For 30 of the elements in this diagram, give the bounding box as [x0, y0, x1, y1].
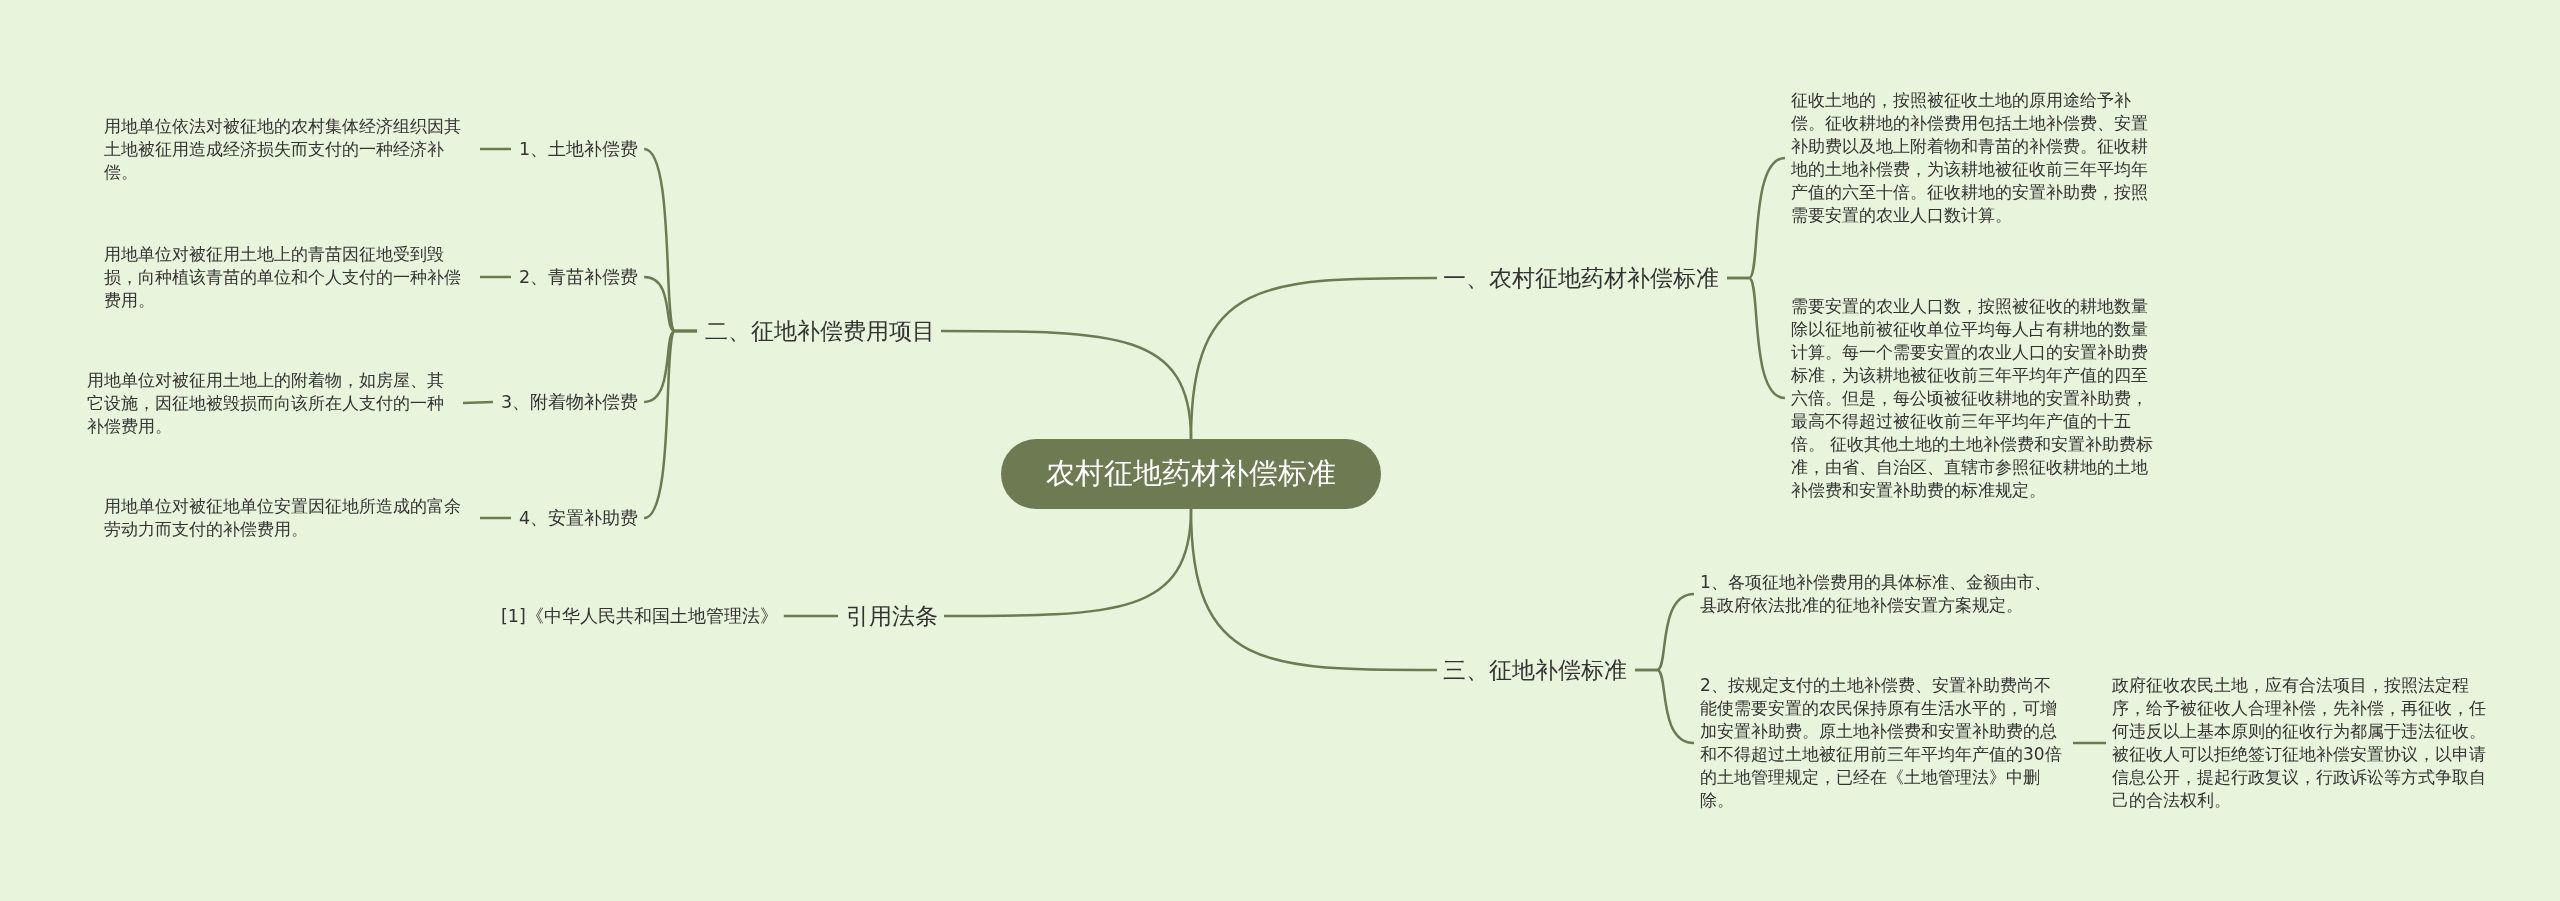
- description-text: 2、按规定支付的土地补偿费、安置补助费尚不能使需要安置的农民保持原有生活水平的，可增加安置补助费。原土地补偿费和安置补助费的总和不得超过土地被征用前三年平均年产值的30倍的土地管理规定，已经在《土地管理法》中删除。: [1700, 674, 2065, 812]
- connector-line: [643, 329, 697, 520]
- description-text: 用地单位对被征地单位安置因征地所造成的富余劳动力而支付的补偿费用。: [104, 495, 474, 541]
- connector-line: [2073, 741, 2106, 745]
- description-text: 用地单位对被征用土地上的附着物，如房屋、其它设施，因征地被毁损而向该所在人支付的一种补偿费用。: [87, 368, 457, 438]
- description-text: 用地单位对被征用土地上的青苗因征地受到毁损，向种植该青苗的单位和个人支付的一种补偿费用。: [104, 242, 474, 312]
- connector-line: [462, 400, 494, 405]
- branch-topic: 引用法条: [846, 600, 938, 632]
- connector-line: [1189, 508, 1437, 672]
- description-text: 政府征收农民土地，应有合法项目，按照法定程序，给予被征收人合理补偿，先补偿，再征收，任何违反以上基本原则的征收行为都属于违法征收。被征收人可以拒绝签订征地补偿安置协议，以申请信息公开，提起行政复议，行政诉讼等方式争取自己的合法权利。: [2112, 674, 2487, 812]
- description-text: 1、各项征地补偿费用的具体标准、金额由市、县政府依法批准的征地补偿安置方案规定。: [1700, 571, 2062, 617]
- central-topic: 农村征地药材补偿标准: [1001, 439, 1381, 509]
- subtopic-label: 1、土地补偿费: [519, 137, 639, 161]
- branch-topic: 一、农村征地药材补偿标准: [1443, 262, 1719, 294]
- description-text: 征收土地的，按照被征收土地的原用途给予补偿。征收耕地的补偿费用包括土地补偿费、安置补助费以及地上附着物和青苗的补偿费。征收耕地的土地补偿费，为该耕地被征收前三年平均年产值的六至十倍。征收耕地的安置补助费，按照需要安置的农业人口数计算。: [1791, 89, 2159, 227]
- subtopic-label: [1]《中华人民共和国土地管理法》: [501, 604, 778, 628]
- branch-topic: 三、征地补偿标准: [1443, 654, 1627, 686]
- branch-topic: 二、征地补偿费用项目: [705, 315, 935, 347]
- connector-line: [941, 329, 1193, 440]
- description-text: 用地单位依法对被征地的农村集体经济组织因其土地被征用造成经济损失而支付的一种经济补偿。: [104, 114, 474, 184]
- connector-line: [783, 614, 838, 618]
- connector-line: [480, 147, 511, 151]
- subtopic-label: 3、附着物补偿费: [501, 390, 639, 414]
- description-text: 需要安置的农业人口数，按照被征收的耕地数量除以征地前被征收单位平均每人占有耕地的数量计算。每一个需要安置的农业人口的安置补助费标准，为该耕地被征收前三年平均年产值的四至六倍。但是，每公顷被征收耕地的安置补助费，最高不得超过被征收前三年平均年产值的十五倍。 征收其他土地的土地补偿费和安置补助费标准，由省、自治区、直辖市参照征收耕地的土地补偿费和安置补助费的标准规定。: [1791, 294, 2159, 502]
- connector-line: [1635, 668, 1695, 745]
- subtopic-label: 2、青苗补偿费: [519, 265, 639, 289]
- connector-line: [480, 516, 511, 520]
- subtopic-label: 4、安置补助费: [519, 506, 639, 530]
- connector-line: [480, 275, 511, 279]
- connector-line: [1727, 276, 1786, 400]
